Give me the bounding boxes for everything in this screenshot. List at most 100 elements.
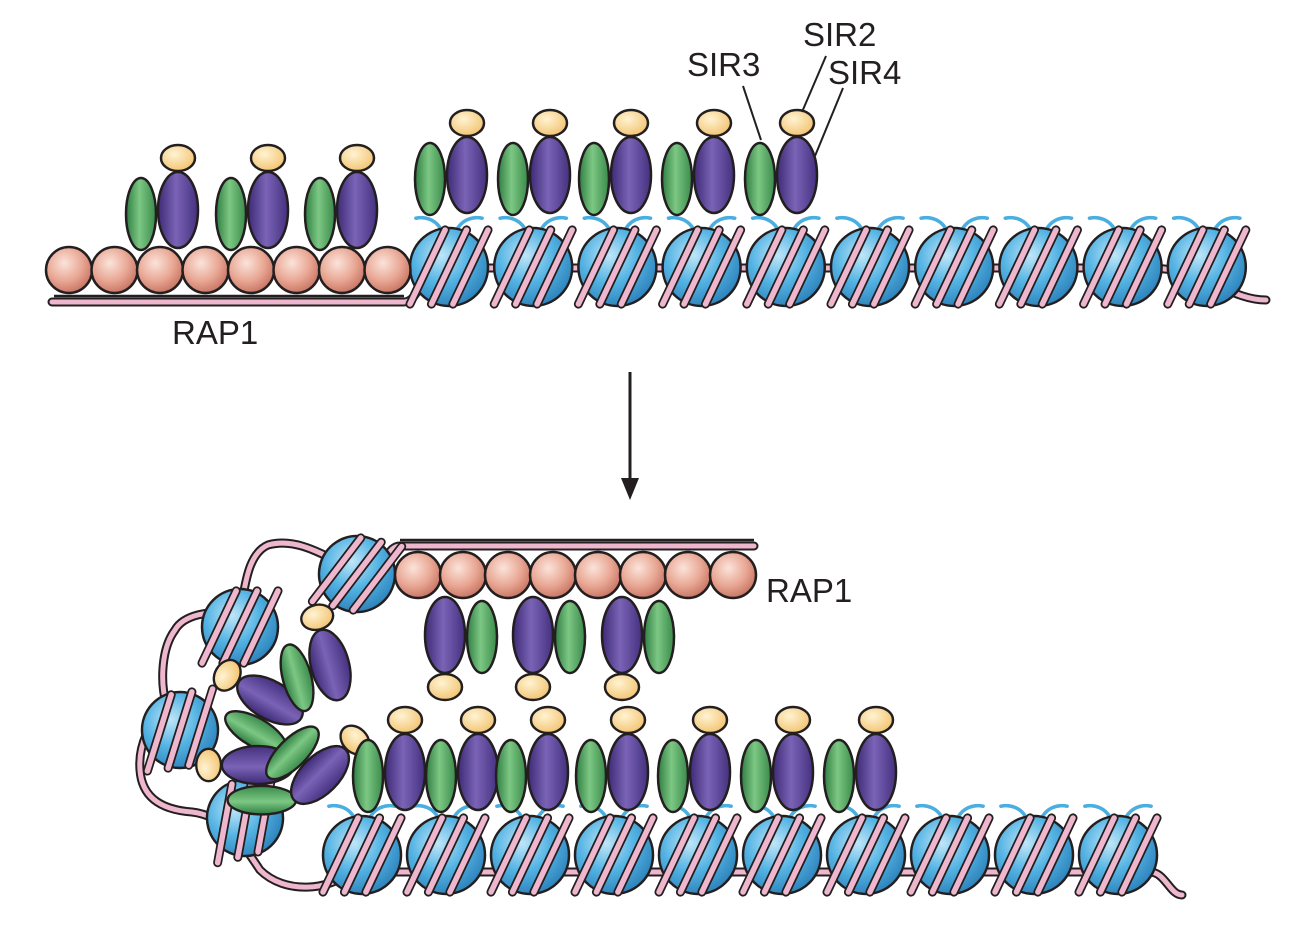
sir3-protein bbox=[660, 141, 694, 217]
sir3-protein bbox=[465, 599, 499, 675]
nucleosome bbox=[570, 803, 658, 897]
rap1-protein bbox=[44, 245, 94, 295]
rap1-protein bbox=[483, 550, 533, 600]
sir4-protein bbox=[526, 732, 570, 812]
rap1-protein bbox=[663, 550, 713, 600]
sir4-protein bbox=[246, 170, 290, 250]
loop-nucleosome bbox=[205, 768, 285, 868]
dna-wrap bbox=[447, 815, 488, 895]
sir4-protein bbox=[156, 170, 200, 250]
transition-arrow bbox=[621, 372, 639, 500]
sir-complex-on-nucleosome bbox=[656, 705, 732, 814]
dna-wrap bbox=[681, 227, 722, 307]
sir2-protein bbox=[695, 108, 733, 138]
nucleosome bbox=[1163, 215, 1251, 309]
dna-wrap bbox=[593, 815, 635, 895]
top-nucleosomes bbox=[405, 215, 1251, 309]
dna-wrap bbox=[908, 815, 949, 895]
sir-complex-on-nucleosome bbox=[574, 705, 650, 814]
dna-wrap bbox=[996, 227, 1038, 307]
pointer-sir3 bbox=[742, 85, 762, 141]
dna-wrap bbox=[350, 543, 405, 613]
dna-wrap bbox=[659, 227, 701, 307]
sir-complex-on-rap1 bbox=[214, 143, 290, 252]
sir3-protein bbox=[553, 599, 587, 675]
rap1-protein bbox=[363, 245, 412, 295]
bottom-rap1-row bbox=[393, 550, 758, 600]
dna-wrap bbox=[407, 227, 448, 307]
dna-wrap bbox=[615, 815, 656, 895]
dna-wrap bbox=[309, 535, 364, 605]
sir4-protein bbox=[600, 595, 644, 675]
sir-complex-on-nucleosome bbox=[351, 705, 427, 814]
sir3-protein bbox=[496, 141, 530, 217]
rap1-protein bbox=[317, 245, 367, 295]
dna-wrap bbox=[1207, 227, 1249, 307]
rap1-protein bbox=[135, 245, 185, 295]
dna-wrap bbox=[828, 227, 869, 307]
sir2-protein bbox=[857, 705, 895, 735]
dna-wrap bbox=[1097, 815, 1139, 895]
dna-wrap bbox=[199, 588, 239, 666]
sir4-protein bbox=[775, 135, 819, 215]
dna-wrap bbox=[1018, 227, 1059, 307]
sir4-protein bbox=[688, 732, 732, 812]
rap1-protein bbox=[573, 550, 623, 600]
sir4-protein bbox=[528, 135, 572, 215]
sir4-protein bbox=[606, 732, 650, 812]
sir2-protein bbox=[195, 747, 223, 783]
sir2-protein bbox=[774, 705, 812, 735]
sir2-protein bbox=[338, 143, 376, 173]
pointer-sir4 bbox=[814, 87, 844, 157]
top-panel bbox=[44, 55, 1271, 309]
dna-wrap bbox=[404, 815, 445, 895]
dna-wrap bbox=[1186, 227, 1228, 307]
sir2-protein bbox=[514, 672, 552, 702]
dna-wrap bbox=[656, 815, 697, 895]
sir4-protein bbox=[692, 135, 736, 215]
dna-wrap bbox=[1123, 227, 1165, 307]
sir3-protein bbox=[214, 176, 248, 252]
dna-wrap bbox=[1102, 227, 1143, 307]
sir3-protein bbox=[351, 738, 385, 814]
sir2-protein bbox=[386, 705, 424, 735]
dna-wrap bbox=[165, 689, 195, 771]
sir3-protein bbox=[739, 738, 773, 814]
nucleosome bbox=[489, 215, 577, 309]
labels: SIR2 SIR3 SIR4 RAP1 RAP1 bbox=[172, 16, 901, 609]
dna-wrap bbox=[702, 227, 744, 307]
dna-wrap bbox=[488, 815, 529, 895]
sir2-protein bbox=[603, 672, 641, 702]
rap1-protein bbox=[708, 550, 758, 600]
dna-wrap bbox=[1035, 815, 1076, 895]
nucleosome bbox=[1074, 803, 1162, 897]
pointer-sir2 bbox=[801, 55, 827, 113]
sir-complex-on-rap1 bbox=[303, 143, 379, 252]
nucleosome bbox=[822, 803, 910, 897]
sir4-protein bbox=[771, 732, 815, 812]
dna-wrap bbox=[1076, 815, 1117, 895]
sir-complex-cluster bbox=[265, 724, 371, 806]
nucleosome bbox=[654, 803, 742, 897]
sir3-protein bbox=[743, 141, 777, 217]
dna-wrap bbox=[824, 815, 865, 895]
dna-wrap bbox=[951, 815, 992, 895]
dna-wrap bbox=[929, 815, 971, 895]
sir4-protein bbox=[854, 732, 898, 812]
dna-wrap bbox=[241, 588, 281, 666]
loop-nucleosome bbox=[140, 684, 220, 776]
nucleosome bbox=[318, 803, 406, 897]
dna-wrap bbox=[186, 686, 216, 768]
rap1-protein bbox=[272, 245, 321, 295]
bottom-sir-complexes bbox=[195, 595, 898, 816]
sir3-protein bbox=[577, 141, 611, 217]
sir-complex-hanging bbox=[423, 595, 499, 702]
sir4-protein bbox=[609, 135, 653, 215]
sir4-protein bbox=[445, 135, 489, 215]
sir2-protein bbox=[778, 108, 816, 138]
dna-wrap bbox=[765, 227, 807, 307]
dna-wrap bbox=[450, 227, 491, 307]
top-sir-complexes bbox=[124, 108, 819, 252]
dna-wrap bbox=[871, 227, 912, 307]
